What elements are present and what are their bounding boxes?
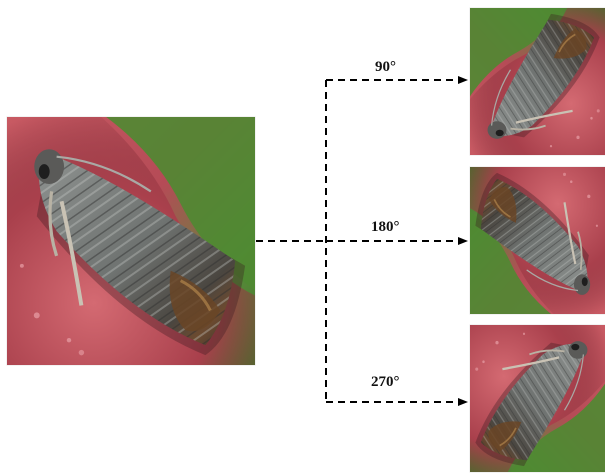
source-moth-image (7, 117, 255, 365)
rotation-label-270: 270° (371, 375, 400, 390)
moth-rotated-90-icon (470, 8, 605, 155)
moth-on-apple-photo-icon (7, 117, 255, 365)
moth-rotated-270-icon (470, 325, 605, 472)
moth-rotated-180-icon (470, 167, 605, 314)
rotation-label-180: 180° (371, 220, 400, 235)
rotated-image-90 (470, 8, 605, 155)
rotation-label-90: 90° (375, 60, 396, 75)
rotated-image-180 (470, 167, 605, 314)
rotated-image-270 (470, 325, 605, 472)
